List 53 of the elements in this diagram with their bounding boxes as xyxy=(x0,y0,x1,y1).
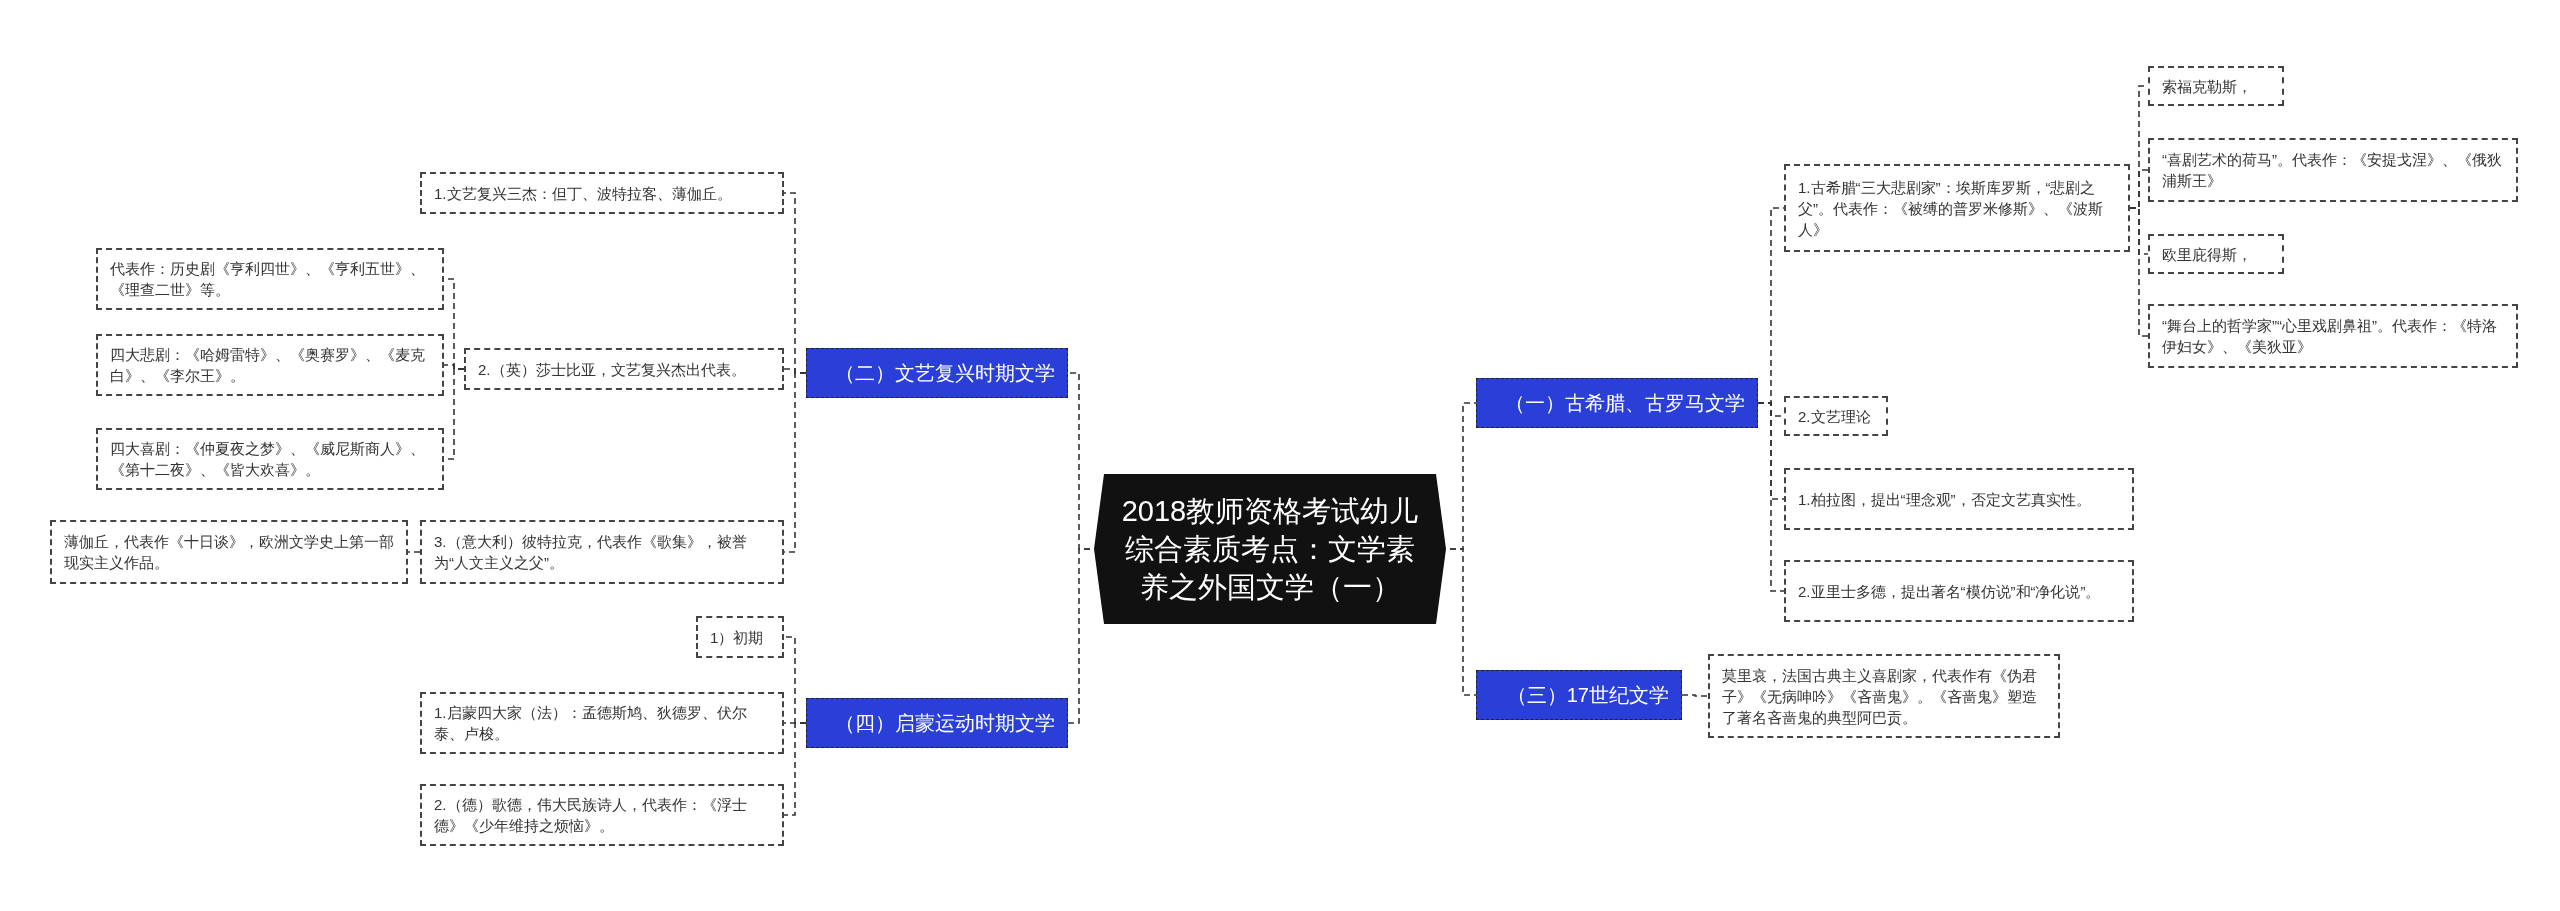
topic-text: 2.（德）歌德，伟大民族诗人，代表作：《浮士德》《少年维持之烦恼》。 xyxy=(434,795,748,836)
topic-box xyxy=(1784,560,2134,622)
topic-text: （一）古希腊、古罗马文学 xyxy=(1505,391,1745,416)
topic-text: 1.古希腊“三大悲剧家”：埃斯库罗斯，“悲剧之父”。代表作：《被缚的普罗米修斯》、《波斯人》 xyxy=(1798,177,2104,240)
connector-line xyxy=(1757,402,1785,592)
topic-text: 四大悲剧：《哈姆雷特》、《奥赛罗》、《麦克白》、《李尔王》。 xyxy=(110,345,426,386)
topic-text: 索福克勒斯， xyxy=(2162,76,2252,97)
topic-box xyxy=(2148,304,2518,368)
branch-box xyxy=(1476,378,1758,428)
connector-line xyxy=(783,722,807,816)
topic-box xyxy=(420,172,784,214)
topic-text: 莫里哀，法国古典主义喜剧家，代表作有《伪君子》《无病呻吟》《吝啬鬼》。《吝啬鬼》塑造了著名吝啬鬼的典型阿巴贡。 xyxy=(1722,665,2038,728)
branch-box xyxy=(806,348,1068,398)
topic-text: 3.（意大利）彼特拉克，代表作《歌集》，被誉为“人文主义之父”。 xyxy=(434,532,748,573)
connector-line xyxy=(1449,548,1477,696)
topic-box xyxy=(1784,164,2130,252)
topic-box xyxy=(420,692,784,754)
connector-line xyxy=(2129,207,2149,337)
topic-box xyxy=(464,348,784,390)
topic-text: （二）文艺复兴时期文学 xyxy=(835,361,1055,386)
topic-text: 1）初期 xyxy=(710,627,764,648)
topic-box xyxy=(696,616,784,658)
topic-box xyxy=(1784,396,1888,436)
topic-text: 1.柏拉图，提出“理念观”，否定文艺真实性。 xyxy=(1798,489,2091,510)
topic-box xyxy=(50,520,408,584)
topic-text: （四）启蒙运动时期文学 xyxy=(835,711,1055,736)
topic-text: 2.亚里士多德，提出著名“模仿说”和“净化说”。 xyxy=(1798,581,2101,602)
topic-box xyxy=(2148,138,2518,202)
connector-line xyxy=(1681,694,1709,697)
topic-text: 2.文艺理论 xyxy=(1798,406,1871,427)
topic-text: 欧里庇得斯， xyxy=(2162,244,2252,265)
topic-text: 四大喜剧：《仲夏夜之梦》、《威尼斯商人》、《第十二夜》、《皆大欢喜》。 xyxy=(110,439,426,480)
topic-box xyxy=(2148,66,2284,106)
topic-box xyxy=(96,248,444,310)
topic-box xyxy=(96,334,444,396)
topic-text: 1.文艺复兴三杰：但丁、波特拉客、薄伽丘。 xyxy=(434,183,732,204)
topic-box xyxy=(2148,234,2284,274)
topic-text: 代表作：历史剧《亨利四世》、《亨利五世》、《理查二世》等。 xyxy=(110,259,426,300)
topic-text: “喜剧艺术的荷马”。代表作：《安提戈涅》、《俄狄浦斯王》 xyxy=(2162,150,2503,191)
topic-text: 2018教师资格考试幼儿综合素质考点：文学素养之外国文学（一） xyxy=(1121,495,1419,603)
topic-box xyxy=(420,520,784,584)
topic-box xyxy=(96,428,444,490)
topic-box xyxy=(1708,654,2060,738)
topic-text: 薄伽丘，代表作《十日谈》，欧洲文学史上第一部现实主义作品。 xyxy=(64,532,394,573)
topic-text: “舞台上的哲学家”“心里戏剧鼻祖”。代表作：《特洛伊妇女》、《美狄亚》 xyxy=(2162,316,2498,357)
topic-box xyxy=(1784,468,2134,530)
connector-line xyxy=(1067,548,1091,724)
branch-box xyxy=(806,698,1068,748)
topic-text: 2.（英）莎士比亚，文艺复兴杰出代表。 xyxy=(478,359,746,380)
topic-text: 1.启蒙四大家（法）：孟德斯鸠、狄德罗、伏尔泰、卢梭。 xyxy=(434,703,748,744)
branch-box xyxy=(1476,670,1682,720)
topic-text: （三）17世纪文学 xyxy=(1506,683,1669,708)
topic-box xyxy=(420,784,784,846)
